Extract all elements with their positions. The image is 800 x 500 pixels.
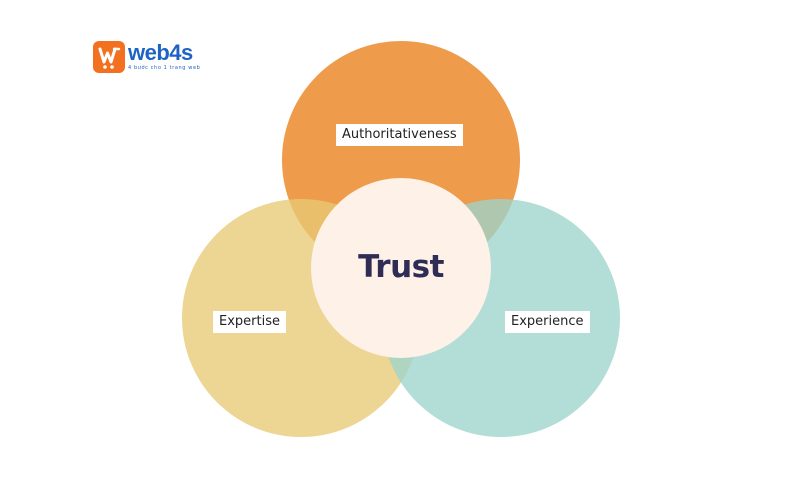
expertise-label: Expertise (213, 311, 286, 333)
experience-label: Experience (505, 311, 590, 333)
authoritativeness-label: Authoritativeness (336, 124, 463, 146)
trust-label: Trust (358, 249, 444, 285)
logo-text-block: web4s 4 bước cho 1 trang web (128, 42, 200, 72)
w-shopping-cart-icon (93, 41, 125, 73)
logo-name: web4s (128, 40, 193, 65)
trust-circle: Trust (311, 178, 491, 358)
logo-tagline: 4 bước cho 1 trang web (128, 65, 201, 71)
brand-logo[interactable]: web4s 4 bước cho 1 trang web (93, 41, 200, 73)
logo-mark-graphic (98, 47, 121, 69)
